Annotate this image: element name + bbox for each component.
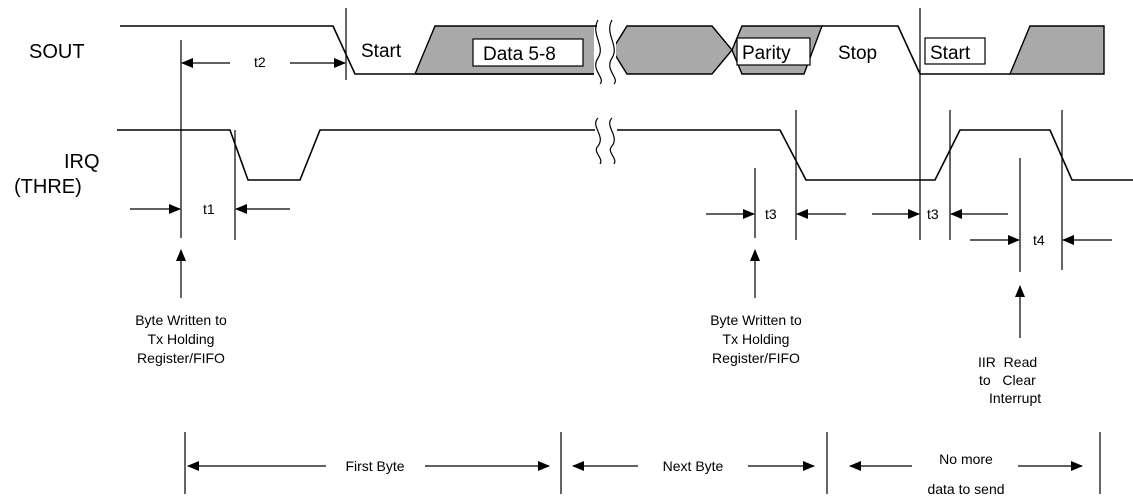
timing-t2: t2	[181, 54, 346, 70]
byte-written-note-2: Byte Written to Tx Holding Register/FIFO	[710, 312, 802, 366]
note3-line3: Interrupt	[989, 390, 1041, 406]
byte-written-note-1: Byte Written to Tx Holding Register/FIFO	[135, 312, 227, 366]
phase-first-label: First Byte	[345, 458, 404, 474]
irq-label: IRQ	[64, 151, 100, 173]
phase-none-label-1: No more	[939, 451, 993, 467]
t4-label: t4	[1033, 232, 1045, 248]
timing-t3-second: t3	[872, 206, 1008, 222]
phase-no-more-data: No more data to send	[849, 451, 1083, 497]
iir-read-note: IIR Read to Clear Interrupt	[978, 354, 1041, 406]
timing-t1: t1	[130, 201, 290, 217]
data-bits-shaded-continued	[611, 25, 733, 75]
timing-t3-first: t3	[706, 206, 846, 222]
t3b-label: t3	[927, 206, 939, 222]
note2-line2: Tx Holding	[723, 331, 790, 347]
note2-line3: Register/FIFO	[712, 350, 800, 366]
t3a-label: t3	[765, 206, 777, 222]
sout-parity-label: Parity	[742, 43, 791, 64]
sout-data-label: Data 5-8	[483, 44, 556, 65]
note1-line3: Register/FIFO	[137, 350, 225, 366]
note3-line2: to Clear	[979, 372, 1036, 388]
timing-t4: t4	[970, 232, 1112, 248]
irq-thre-label: (THRE)	[14, 176, 82, 198]
data-bits-box	[472, 38, 584, 67]
t2-label: t2	[254, 54, 266, 70]
next-data-shaded	[1008, 25, 1105, 75]
sout-stop-label: Stop	[838, 43, 877, 64]
irq-waveform	[117, 117, 1133, 181]
note2-line1: Byte Written to	[710, 312, 802, 328]
sout-start2-label: Start	[930, 43, 971, 64]
next-start-box	[924, 37, 986, 65]
phase-none-label-2: data to send	[927, 481, 1004, 497]
note1-line2: Tx Holding	[148, 331, 215, 347]
phase-next-label: Next Byte	[663, 458, 724, 474]
reference-lines	[180, 8, 1063, 272]
note3-line1: IIR Read	[978, 354, 1037, 370]
note1-line1: Byte Written to	[135, 312, 227, 328]
sout-label: SOUT	[29, 41, 85, 63]
phase-first-byte: First Byte	[187, 458, 550, 474]
t1-label: t1	[203, 201, 215, 217]
phase-brackets	[184, 432, 1101, 494]
sout-start-label: Start	[361, 41, 402, 62]
parity-box	[736, 37, 811, 66]
phase-next-byte: Next Byte	[572, 458, 815, 474]
